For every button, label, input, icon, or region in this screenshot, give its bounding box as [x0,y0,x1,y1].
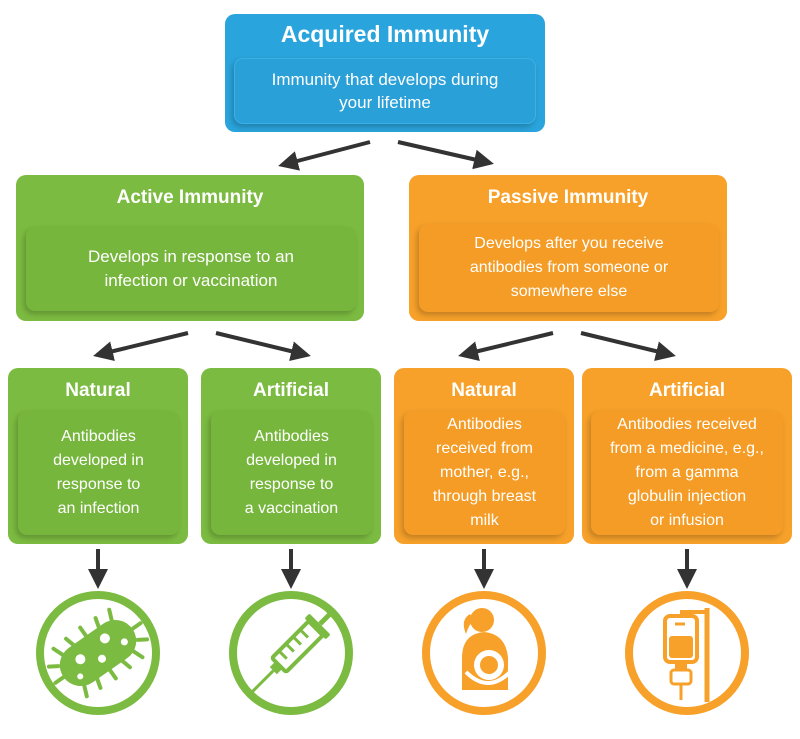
passive-artificial-card: Artificial Antibodies received from a me… [582,368,792,544]
active-natural-card: Natural Antibodies developed in response… [8,368,188,544]
passive-immunity-description: Develops after you receive antibodies fr… [419,224,719,312]
arrow-to-passive-artificial [580,331,676,361]
active-artificial-description: Antibodies developed in response to a va… [211,411,372,535]
arrow-to-active-artificial [215,331,311,361]
active-natural-title: Natural [65,380,131,401]
breastfeeding-mother-icon [422,591,546,715]
passive-immunity-card: Passive Immunity Develops after you rece… [409,175,727,321]
active-artificial-title: Artificial [252,380,330,401]
active-immunity-title: Active Immunity [116,187,264,208]
passive-artificial-text: Antibodies received from a medicine, e.g… [610,416,764,529]
passive-immunity-title: Passive Immunity [487,187,649,208]
passive-natural-description: Antibodies received from mother, e.g., t… [404,411,565,535]
active-immunity-card: Active Immunity Develops in response to … [16,175,364,321]
bacteria-icon [36,591,160,715]
passive-artificial-title: Artificial [648,380,726,401]
active-natural-text: Antibodies developed in response to an i… [53,428,144,517]
active-natural-description: Antibodies developed in response to an i… [18,411,179,535]
passive-artificial-description: Antibodies received from a medicine, e.g… [591,411,783,535]
arrow-to-passive [397,140,494,170]
active-immunity-text: Develops in response to an infection or … [87,247,295,290]
iv-bag-icon [625,591,749,715]
active-artificial-text: Antibodies developed in response to a va… [244,428,339,517]
acquired-immunity-card: Acquired Immunity Immunity that develops… [225,14,545,132]
active-artificial-card: Artificial Antibodies developed in respo… [201,368,381,544]
passive-immunity-text: Develops after you receive antibodies fr… [469,235,669,300]
active-immunity-description: Develops in response to an infection or … [26,227,356,311]
arrow-to-active [278,140,371,171]
acquired-immunity-description: Immunity that develops during your lifet… [234,58,536,124]
acquired-immunity-text: Immunity that develops during your lifet… [271,70,499,112]
arrow-to-passive-natural [458,331,554,361]
passive-natural-card: Natural Antibodies received from mother,… [394,368,574,544]
syringe-icon [229,591,353,715]
passive-natural-title: Natural [451,380,517,401]
acquired-immunity-title: Acquired Immunity [280,21,490,47]
arrow-to-active-natural [93,331,189,361]
passive-natural-text: Antibodies received from mother, e.g., t… [432,416,537,529]
